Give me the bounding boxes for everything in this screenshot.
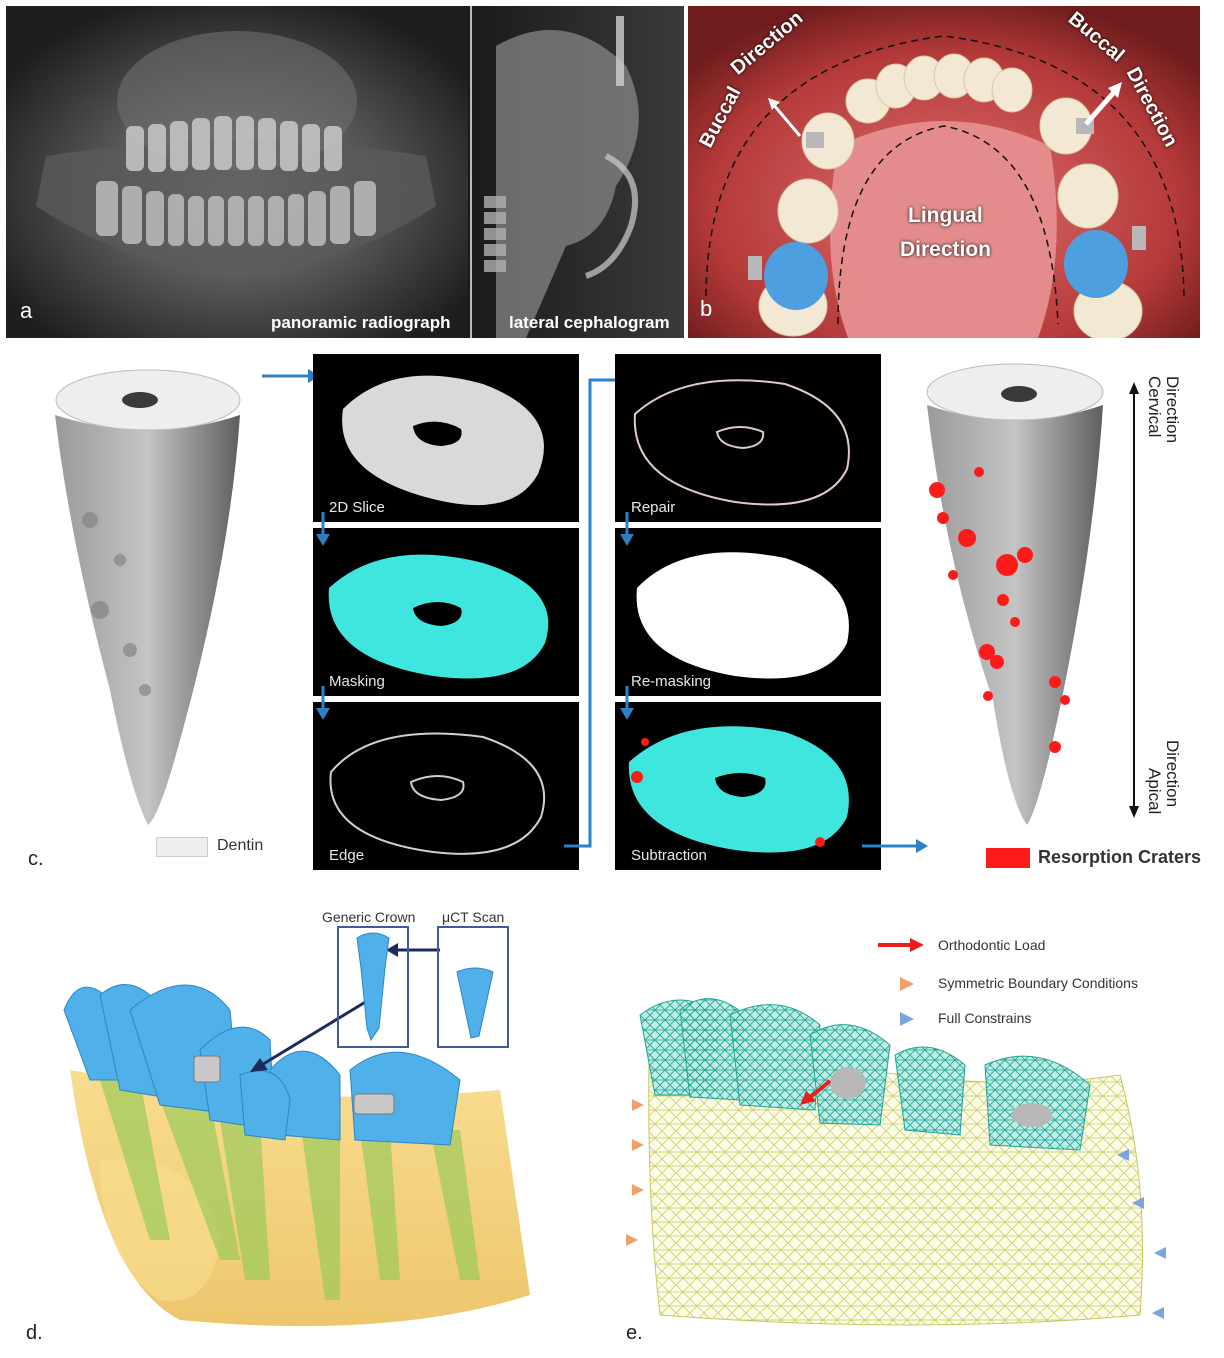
symmetric-bc-legend-marker (898, 975, 916, 993)
resorption-legend-label: Resorption Craters (1038, 847, 1201, 868)
full-constraints-legend-marker (898, 1010, 916, 1028)
apical-label-2: Direction (1162, 740, 1182, 807)
arrow-slice-to-masking (313, 512, 333, 552)
slice-2d-panel: 2D Slice (313, 354, 579, 522)
remasking-panel: Re-masking (615, 528, 881, 696)
edge-panel: Edge (313, 702, 579, 870)
panoramic-radiograph-image (6, 6, 684, 338)
apical-label-1: Apical (1144, 768, 1164, 814)
cervical-label-2: Direction (1162, 376, 1182, 443)
repair-caption: Repair (631, 499, 675, 516)
subtraction-image (615, 702, 881, 870)
dentin-legend-swatch (156, 837, 208, 857)
arrow-repair-to-remasking (617, 512, 637, 552)
slice-2d-image (313, 354, 579, 522)
generic-crown-tooth-image (339, 928, 407, 1046)
panel-e-letter: e. (626, 1322, 643, 1345)
repair-image (615, 354, 881, 522)
panel-d-letter: d. (26, 1322, 43, 1345)
orthodontic-load-legend-arrow (874, 936, 928, 954)
masking-caption: Masking (329, 673, 385, 690)
edge-image (313, 702, 579, 870)
repair-panel: Repair (615, 354, 881, 522)
orthodontic-load-label: Orthodontic Load (938, 937, 1045, 953)
fe-mesh-model (620, 935, 1220, 1335)
panel-c-letter: c. (28, 848, 44, 871)
masking-panel: Masking (313, 528, 579, 696)
uct-scan-root-image (439, 928, 507, 1046)
dentin-root-3d-model (30, 360, 260, 830)
panel-a-letter: a (20, 298, 32, 324)
cervical-apical-axis-arrow (1124, 380, 1144, 820)
subtraction-panel: Subtraction (615, 702, 881, 870)
cervical-label-1: Cervical (1144, 376, 1164, 437)
panoramic-radiograph-caption: panoramic radiograph (271, 313, 450, 333)
uct-scan-box (437, 926, 509, 1048)
masking-image (313, 528, 579, 696)
uct-scan-label: μCT Scan (442, 909, 504, 925)
arrow-remasking-to-subtraction (617, 686, 637, 726)
generic-crown-label: Generic Crown (322, 909, 415, 925)
full-constraints-label: Full Constrains (938, 1010, 1031, 1026)
symmetric-bc-label: Symmetric Boundary Conditions (938, 975, 1138, 991)
remasking-image (615, 528, 881, 696)
lateral-cephalogram-caption: lateral cephalogram (509, 313, 670, 333)
slice-2d-caption: 2D Slice (329, 499, 385, 516)
generic-crown-box (337, 926, 409, 1048)
dental-model-3d (40, 900, 600, 1340)
arrow-masking-to-edge (313, 686, 333, 726)
panel-b-letter: b (700, 296, 712, 322)
panel-b-intraoral-photo: b Buccal Direction Buccal Direction Ling… (688, 6, 1200, 338)
edge-caption: Edge (329, 847, 364, 864)
subtraction-caption: Subtraction (631, 847, 707, 864)
root-with-resorption-craters (915, 360, 1125, 830)
lingual-direction: Direction (900, 238, 991, 262)
dentin-legend-label: Dentin (217, 837, 263, 855)
remasking-caption: Re-masking (631, 673, 711, 690)
resorption-legend-swatch (986, 848, 1030, 868)
arrow-subtraction-to-result (862, 836, 932, 856)
lingual-word: Lingual (908, 204, 983, 228)
panel-a-xray: a panoramic radiograph lateral cephalogr… (6, 6, 684, 338)
